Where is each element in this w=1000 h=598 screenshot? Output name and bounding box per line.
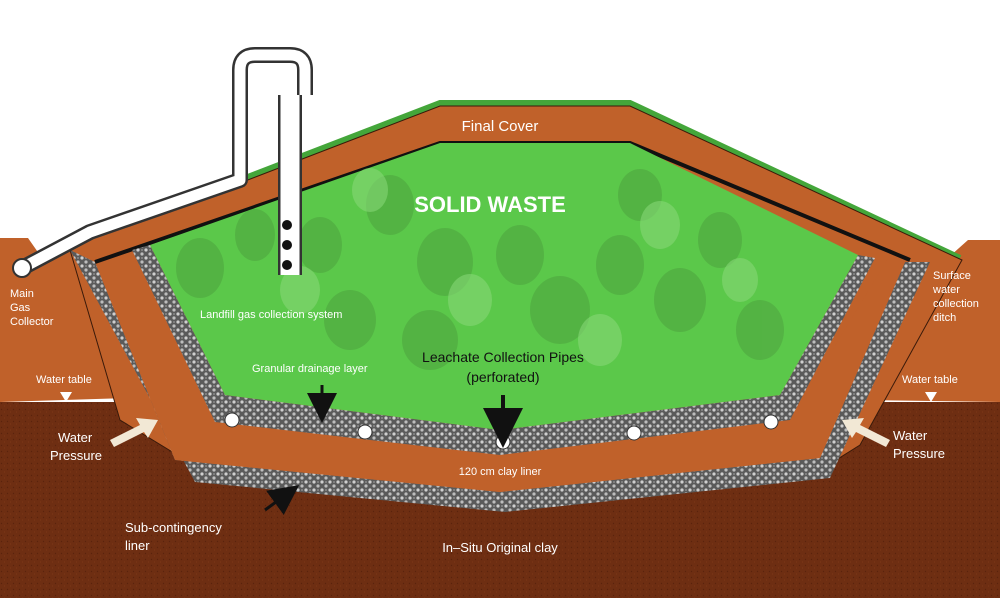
water-pressure-label-right-2: Pressure — [893, 446, 945, 461]
leachate-pipes-label: Leachate Collection Pipes — [422, 349, 584, 365]
gas-collection-pipe — [12, 47, 313, 278]
waste-bags — [176, 169, 784, 370]
final-cover-label: Final Cover — [462, 118, 539, 135]
leachate-pipe — [224, 412, 240, 428]
surface-ditch-label-2: water — [932, 284, 960, 296]
leachate-pipe — [495, 434, 511, 450]
main-gas-collector-label-3: Collector — [10, 316, 54, 328]
water-table-label-right: Water table — [902, 374, 958, 386]
solid-waste-label: SOLID WASTE — [414, 192, 566, 217]
surface-ditch-label-1: Surface — [933, 270, 971, 282]
leachate-pipe — [763, 414, 779, 430]
water-pressure-arrow-left — [110, 418, 158, 447]
surface-ditch-label-3: collection — [933, 298, 979, 310]
leachate-perforated-label: (perforated) — [466, 369, 539, 385]
solid-waste-body — [150, 143, 858, 430]
surface-ditch-label-4: ditch — [933, 312, 956, 324]
sub-liner-label-1: Sub-contingency — [125, 520, 222, 535]
water-table-label-left: Water table — [36, 374, 92, 386]
sub-liner-arrow — [264, 485, 300, 515]
water-pressure-label-right-1: Water — [893, 428, 928, 443]
sub-liner-label-2: liner — [125, 538, 150, 553]
clay-liner-label: 120 cm clay liner — [459, 466, 542, 478]
gas-system-label: Landfill gas collection system — [200, 309, 342, 321]
in-situ-clay-label: In–Situ Original clay — [442, 540, 558, 555]
main-gas-collector-icon — [12, 258, 32, 278]
water-table-marker-left — [60, 392, 72, 402]
main-gas-collector-label-2: Gas — [10, 302, 31, 314]
clay-liner — [95, 248, 905, 492]
granular-layer-label: Granular drainage layer — [252, 363, 368, 375]
water-table-marker-right — [925, 392, 937, 402]
water-pressure-arrow-right — [842, 418, 890, 447]
leachate-pipe — [626, 425, 642, 441]
water-pressure-label-left-1: Water — [58, 430, 93, 445]
water-pressure-label-left-2: Pressure — [50, 448, 102, 463]
main-gas-collector-label-1: Main — [10, 288, 34, 300]
leachate-pipe — [357, 424, 373, 440]
